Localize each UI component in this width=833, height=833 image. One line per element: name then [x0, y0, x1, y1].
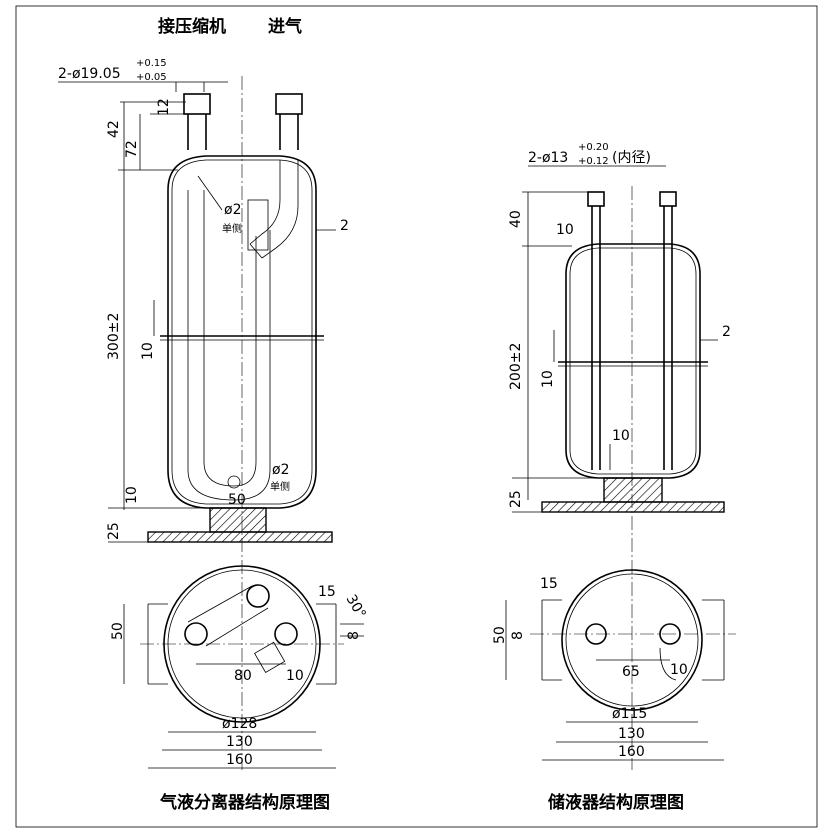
separator-pipe-tol-lower: +0.05: [136, 72, 167, 83]
separator-plan-8: 8: [346, 631, 362, 640]
separator-bottom-10: 10: [124, 486, 140, 504]
receiver-plan-15: 15: [540, 576, 558, 592]
separator-drawing: 接压缩机 进气 2-ø19.05 +0.15 +0.05 12 42 72: [58, 16, 369, 813]
receiver-wall-thickness: 2: [722, 324, 731, 340]
receiver-title: 储液器结构原理图: [548, 792, 684, 813]
separator-inlet-gas-label: 进气: [268, 16, 302, 37]
receiver-inner-10: 10: [612, 428, 630, 444]
separator-hole-dia: ø2: [224, 202, 241, 218]
receiver-pipe-note: (内径): [612, 150, 651, 166]
receiver-base-25: 25: [508, 490, 524, 508]
receiver-dim-10-top: 10: [556, 222, 574, 238]
separator-pipe-dim: 2-ø19.05: [58, 66, 121, 82]
separator-plan-15: 15: [318, 584, 336, 600]
separator-pipe-tol-upper: +0.15: [136, 58, 167, 69]
separator-base-50: 50: [228, 492, 246, 508]
receiver-plan-65: 65: [622, 664, 640, 680]
separator-band-10: 10: [140, 342, 156, 360]
separator-height: 300±2: [106, 313, 122, 360]
separator-plan-50: 50: [110, 622, 126, 640]
separator-angle: 30°: [343, 592, 369, 622]
receiver-height: 200±2: [508, 343, 524, 390]
separator-dim-12: 12: [156, 98, 172, 116]
receiver-plan-8: 8: [510, 631, 526, 640]
receiver-drawing: 2-ø13 +0.20 +0.12 (内径) 40 10 2 200±2 10 …: [492, 142, 736, 813]
receiver-width-160: 160: [618, 744, 645, 760]
separator-dia-128: ø128: [222, 716, 257, 732]
receiver-dia-115: ø115: [612, 706, 647, 722]
receiver-dim-40: 40: [508, 210, 524, 228]
receiver-pipe-dim: 2-ø13: [528, 150, 568, 166]
separator-plan-80: 80: [234, 668, 252, 684]
receiver-plan-10: 10: [670, 662, 688, 678]
separator-hole-dia-note: 单侧: [222, 222, 242, 235]
separator-title: 气液分离器结构原理图: [159, 792, 330, 813]
receiver-width-130: 130: [618, 726, 645, 742]
separator-dim-42: 42: [106, 120, 122, 138]
receiver-pipe-tol-lower: +0.12: [578, 156, 609, 167]
separator-bottom-hole-dia: ø2: [272, 462, 289, 478]
separator-dim-72: 72: [124, 140, 140, 158]
separator-base-25: 25: [106, 522, 122, 540]
receiver-pipe-tol-upper: +0.20: [578, 142, 609, 153]
separator-width-160: 160: [226, 752, 253, 768]
separator-bottom-hole-note: 单侧: [270, 480, 290, 493]
receiver-plan-50: 50: [492, 626, 508, 644]
separator-width-130: 130: [226, 734, 253, 750]
separator-inlet-compressor-label: 接压缩机: [158, 16, 226, 37]
receiver-band-10: 10: [540, 370, 556, 388]
separator-plan-10: 10: [286, 668, 304, 684]
drawing-frame: [15, 5, 818, 828]
separator-wall-thickness: 2: [340, 218, 349, 234]
